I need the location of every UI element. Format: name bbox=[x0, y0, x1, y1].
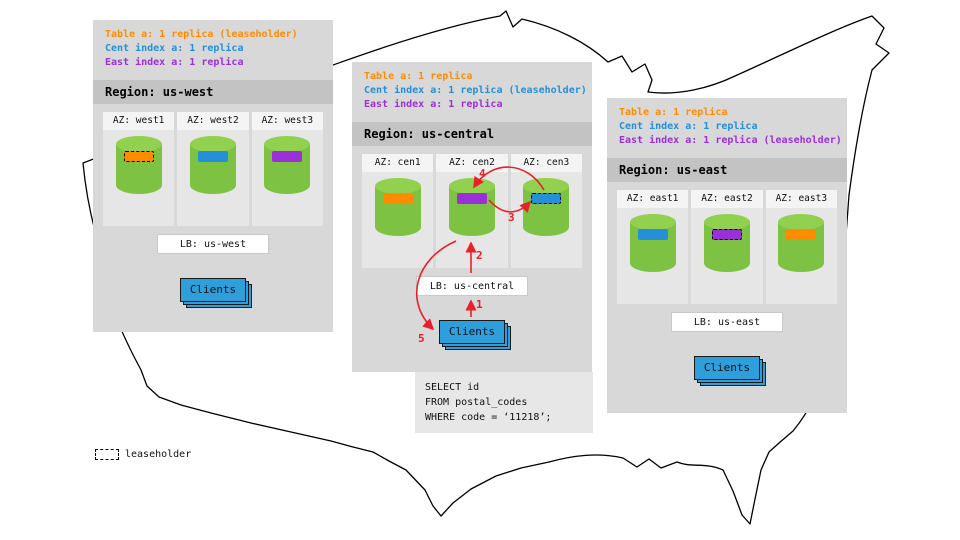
az-body bbox=[252, 130, 323, 226]
az-label: AZ: east3 bbox=[765, 190, 837, 208]
clients-box-us-west: Clients bbox=[180, 278, 246, 302]
clients-box-us-central: Clients bbox=[439, 320, 505, 344]
info-cent-index-replica: Cent index a: 1 replica (leaseholder) bbox=[364, 85, 587, 96]
db-node-cylinder bbox=[374, 178, 421, 236]
db-node-cylinder bbox=[264, 136, 311, 194]
az-label: AZ: cen2 bbox=[436, 154, 508, 172]
replica-chip bbox=[272, 151, 303, 162]
info-east-index-replica: East index a: 1 replica (leaseholder) bbox=[619, 135, 842, 146]
legend: leaseholder bbox=[95, 449, 191, 460]
replica-info-us-east: Table a: 1 replica Cent index a: 1 repli… bbox=[619, 106, 842, 148]
sql-line: SELECT id bbox=[425, 382, 480, 393]
az-body bbox=[362, 172, 433, 268]
replica-info-us-central: Table a: 1 replica Cent index a: 1 repli… bbox=[364, 70, 587, 112]
db-node-cylinder bbox=[778, 214, 825, 272]
replica-chip bbox=[711, 229, 742, 240]
az-cen1: AZ: cen1 bbox=[362, 154, 434, 268]
load-balancer-us-central: LB: us-central bbox=[416, 276, 528, 296]
az-cen3: AZ: cen3 bbox=[510, 154, 582, 268]
region-panel-us-west: Table a: 1 replica (leaseholder) Cent in… bbox=[93, 20, 333, 332]
az-label: AZ: cen3 bbox=[510, 154, 582, 172]
leaseholder-dashed-icon bbox=[95, 449, 119, 460]
az-east2: AZ: east2 bbox=[691, 190, 763, 304]
az-label: AZ: cen1 bbox=[362, 154, 434, 172]
info-east-index-replica: East index a: 1 replica bbox=[105, 57, 244, 68]
replica-chip bbox=[197, 151, 228, 162]
az-west3: AZ: west3 bbox=[251, 112, 323, 226]
clients-box-us-east: Clients bbox=[694, 356, 760, 380]
az-row-us-east: AZ: east1 AZ: east2 AZ: east3 bbox=[617, 190, 837, 304]
az-east3: AZ: east3 bbox=[765, 190, 837, 304]
az-body bbox=[766, 208, 837, 304]
replica-info-us-west: Table a: 1 replica (leaseholder) Cent in… bbox=[105, 28, 321, 70]
az-west2: AZ: west2 bbox=[177, 112, 249, 226]
sql-line: FROM postal_codes bbox=[425, 397, 528, 408]
az-body bbox=[511, 172, 582, 268]
replica-chip bbox=[456, 193, 487, 204]
load-balancer-us-east: LB: us-east bbox=[671, 312, 783, 332]
info-table-replica: Table a: 1 replica bbox=[364, 71, 473, 82]
info-table-replica: Table a: 1 replica (leaseholder) bbox=[105, 29, 298, 40]
info-table-replica: Table a: 1 replica bbox=[619, 107, 728, 118]
sql-line: WHERE code = ‘11218’; bbox=[425, 412, 552, 423]
db-node-cylinder bbox=[703, 214, 750, 272]
db-node-cylinder bbox=[115, 136, 162, 194]
load-balancer-us-west: LB: us-west bbox=[157, 234, 269, 254]
replica-chip bbox=[382, 193, 413, 204]
az-body bbox=[691, 208, 762, 304]
az-body bbox=[177, 130, 248, 226]
az-label: AZ: east1 bbox=[617, 190, 689, 208]
info-cent-index-replica: Cent index a: 1 replica bbox=[105, 43, 244, 54]
az-row-us-central: AZ: cen1 AZ: cen2 AZ: cen3 bbox=[362, 154, 582, 268]
region-title-us-central: Region: us-central bbox=[352, 122, 592, 146]
legend-label: leaseholder bbox=[125, 449, 192, 460]
db-node-cylinder bbox=[523, 178, 570, 236]
region-title-us-west: Region: us-west bbox=[93, 80, 333, 104]
az-label: AZ: west1 bbox=[103, 112, 175, 130]
sql-query-box: SELECT id FROM postal_codes WHERE code =… bbox=[415, 372, 593, 433]
replica-chip bbox=[123, 151, 154, 162]
az-east1: AZ: east1 bbox=[617, 190, 689, 304]
replica-chip bbox=[637, 229, 668, 240]
replica-chip bbox=[786, 229, 817, 240]
region-panel-us-central: Table a: 1 replica Cent index a: 1 repli… bbox=[352, 62, 592, 372]
az-label: AZ: west2 bbox=[177, 112, 249, 130]
az-body bbox=[617, 208, 688, 304]
az-row-us-west: AZ: west1 AZ: west2 AZ: west3 bbox=[103, 112, 323, 226]
db-node-cylinder bbox=[629, 214, 676, 272]
az-west1: AZ: west1 bbox=[103, 112, 175, 226]
region-title-us-east: Region: us-east bbox=[607, 158, 847, 182]
az-cen2: AZ: cen2 bbox=[436, 154, 508, 268]
az-body bbox=[103, 130, 174, 226]
info-east-index-replica: East index a: 1 replica bbox=[364, 99, 503, 110]
db-node-cylinder bbox=[448, 178, 495, 236]
db-node-cylinder bbox=[189, 136, 236, 194]
info-cent-index-replica: Cent index a: 1 replica bbox=[619, 121, 758, 132]
replica-chip bbox=[531, 193, 562, 204]
region-panel-us-east: Table a: 1 replica Cent index a: 1 repli… bbox=[607, 98, 847, 413]
az-label: AZ: east2 bbox=[691, 190, 763, 208]
az-label: AZ: west3 bbox=[251, 112, 323, 130]
az-body bbox=[436, 172, 507, 268]
